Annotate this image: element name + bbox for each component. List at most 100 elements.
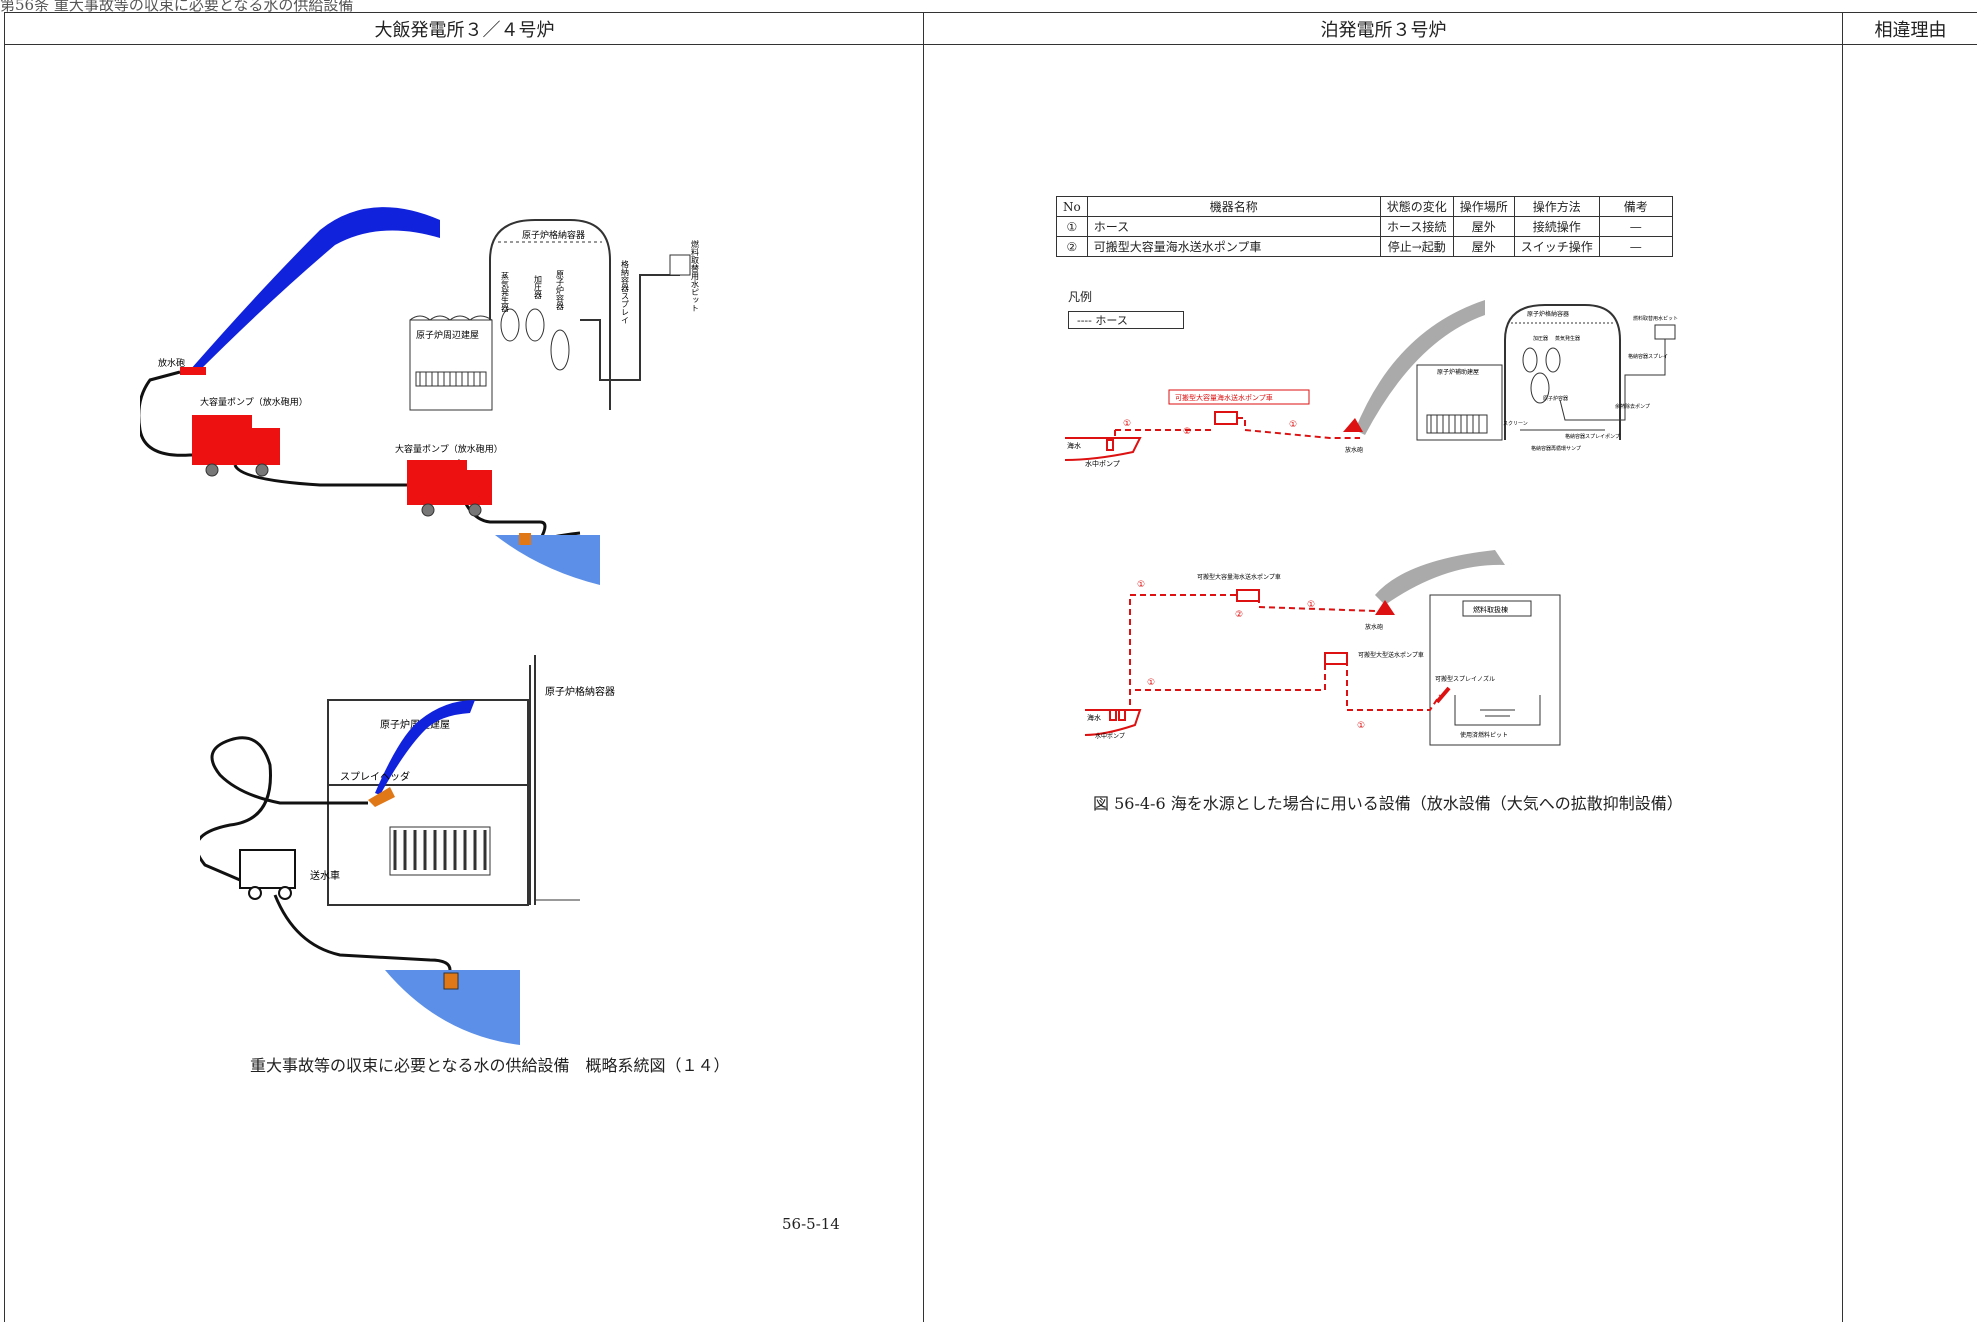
water-level (1480, 709, 1515, 717)
truck-label: 送水車 (310, 869, 340, 882)
pump1-label: 大容量ポンプ（放水砲用） (200, 396, 308, 408)
spent-fuel-pit (1454, 695, 1541, 726)
cv8-label: 格納容器スプレイポンプ (1565, 433, 1620, 440)
ohi-nozzle-diagram: 原子炉格納容器 原子炉周辺建屋 蒸気発生器 加圧器 原子炉容器 格納容器スプレイ… (140, 207, 700, 585)
table-cell: ホース (1086, 216, 1381, 237)
containment-outline (489, 219, 611, 410)
operations-table: No 機器名称 状態の変化 操作場所 操作方法 備考 ① ホース ホース接続 屋… (1056, 196, 1673, 257)
walls (327, 785, 529, 905)
pump-truck-label: 可搬型大容量海水送水ポンプ車 (1175, 393, 1273, 402)
nozzle-label: 放水砲 (1345, 446, 1363, 454)
table-header-row: No 機器名称 状態の変化 操作場所 操作方法 備考 (1056, 196, 1673, 217)
submersible-pump-icon (1106, 439, 1114, 451)
pit-label: 使用済燃料ピット (1460, 731, 1508, 739)
column-divider (923, 13, 924, 1322)
containment-wall (529, 655, 536, 905)
pump2-label: 大容量ポンプ（放水砲用） (395, 443, 503, 455)
building-panel (389, 826, 491, 876)
table-cell: ① (1056, 216, 1088, 237)
louver-lines (419, 372, 481, 386)
spray-nozzle-label: 可搬型スプレイノズル (1435, 675, 1495, 683)
v1-label: 蒸気発生器 (501, 271, 510, 313)
submersible-pump-icon (1118, 709, 1126, 721)
louver (1426, 414, 1488, 434)
table-cell: ホース接続 (1379, 216, 1454, 237)
sea-label: 海水 (1087, 713, 1101, 722)
sea-shore (1085, 709, 1142, 736)
document-title: 第56条 重大事故等の収束に必要となる水の供給設備 (0, 0, 354, 14)
hose-number: ② (1183, 427, 1191, 437)
header-left: 大飯発電所３／４号炉 (5, 13, 924, 45)
containment-label: 原子炉格納容器 (522, 229, 585, 241)
aux-building-label: 原子炉補助建屋 (1437, 368, 1479, 376)
cv-vessel (1522, 347, 1538, 373)
pump-truck2-icon (1324, 652, 1348, 665)
containment-label: 原子炉格納容器 (1527, 310, 1569, 318)
piping (1559, 339, 1666, 421)
piping (580, 274, 680, 381)
rwsp-tank (669, 254, 691, 276)
pressurizer (525, 308, 545, 342)
hose-number: ① (1289, 420, 1297, 430)
water-spray (375, 700, 475, 795)
spray-header-label: スプレイヘッダ (340, 770, 410, 783)
legend: 凡例 ---- ホース (1068, 288, 1184, 329)
header-middle: 泊発電所３号炉 (924, 13, 1843, 45)
water-spray-grey (1355, 300, 1485, 435)
tomari-nozzle-diagram: 原子炉格納容器 原子炉補助建屋 加圧器 蒸気発生器 原子炉容器 燃料取替用水ピッ… (1065, 300, 1678, 468)
pump-truck-icon (1214, 411, 1238, 425)
steam-generator (500, 308, 520, 342)
v3-label: 原子炉容器 (556, 270, 565, 311)
sub-pump-label: 水中ポンプ (1095, 732, 1125, 740)
aux-building-roof (409, 315, 493, 321)
hose (273, 894, 452, 971)
table-cell: 接続操作 (1513, 216, 1600, 237)
pump-truck-label: 可搬型大容量海水送水ポンプ車 (1197, 573, 1281, 581)
table-cell: スイッチ操作 (1513, 236, 1600, 257)
table-cell: — (1598, 236, 1673, 257)
page-number: 56-5-14 (782, 1215, 840, 1233)
nozzle-icon (1343, 418, 1363, 432)
hose (140, 370, 195, 457)
table-header: No (1056, 196, 1088, 217)
pump-truck-label-box (1168, 389, 1310, 405)
cv2-label: 蒸気発生器 (1555, 335, 1580, 342)
wheel (278, 886, 292, 900)
nozzle-label: 放水砲 (1365, 623, 1383, 631)
pump-truck-1 (192, 415, 252, 465)
middle-caption: 図 56-4-6 海を水源とした場合に用いる設備（放水設備（大気への拡散抑制設備… (1093, 794, 1683, 813)
aux-building (1416, 364, 1503, 441)
hose-number: ① (1123, 419, 1131, 429)
nozzle-label: 放水砲 (158, 357, 185, 369)
sea-shore (1065, 437, 1142, 461)
hose-number: ① (1307, 600, 1315, 610)
spray-nozzle-icon (1435, 686, 1451, 704)
cv1-label: 加圧器 (1533, 335, 1548, 342)
hose-number: ② (1235, 610, 1243, 620)
wheel (248, 886, 262, 900)
v5-label: 燃料取替用水ピット (691, 239, 700, 312)
pump-truck-2 (407, 460, 467, 505)
cv9-label: 余熱除去ポンプ (1615, 403, 1650, 410)
table-header: 備考 (1598, 196, 1673, 217)
pump-truck-icon (1236, 589, 1260, 602)
hose-route (1129, 594, 1376, 705)
building-columns (393, 830, 487, 870)
hose (200, 736, 368, 882)
containment-outline (1504, 304, 1621, 440)
legend-item: ---- ホース (1068, 311, 1184, 329)
sea-label: 海水 (1067, 441, 1081, 450)
table-cell: 屋外 (1452, 236, 1515, 257)
submersible-pump-icon (443, 972, 459, 990)
table-header: 状態の変化 (1379, 196, 1454, 217)
hose-number: ① (1147, 678, 1155, 688)
pump-truck-2-cab (467, 470, 492, 505)
cv4-label: 燃料取替用水ピット (1633, 315, 1678, 322)
cv5-label: 格納容器スプレイ (1628, 353, 1668, 360)
cv6-label: 格納容器再循環サンプ (1531, 445, 1581, 452)
spray-header-icon (368, 787, 395, 807)
aux-building (409, 319, 493, 411)
table-row: ② 可搬型大容量海水送水ポンプ車 停止→起動 屋外 スイッチ操作 — (1056, 236, 1673, 257)
table-header: 操作場所 (1452, 196, 1515, 217)
pump-truck-1-cab (252, 428, 280, 465)
